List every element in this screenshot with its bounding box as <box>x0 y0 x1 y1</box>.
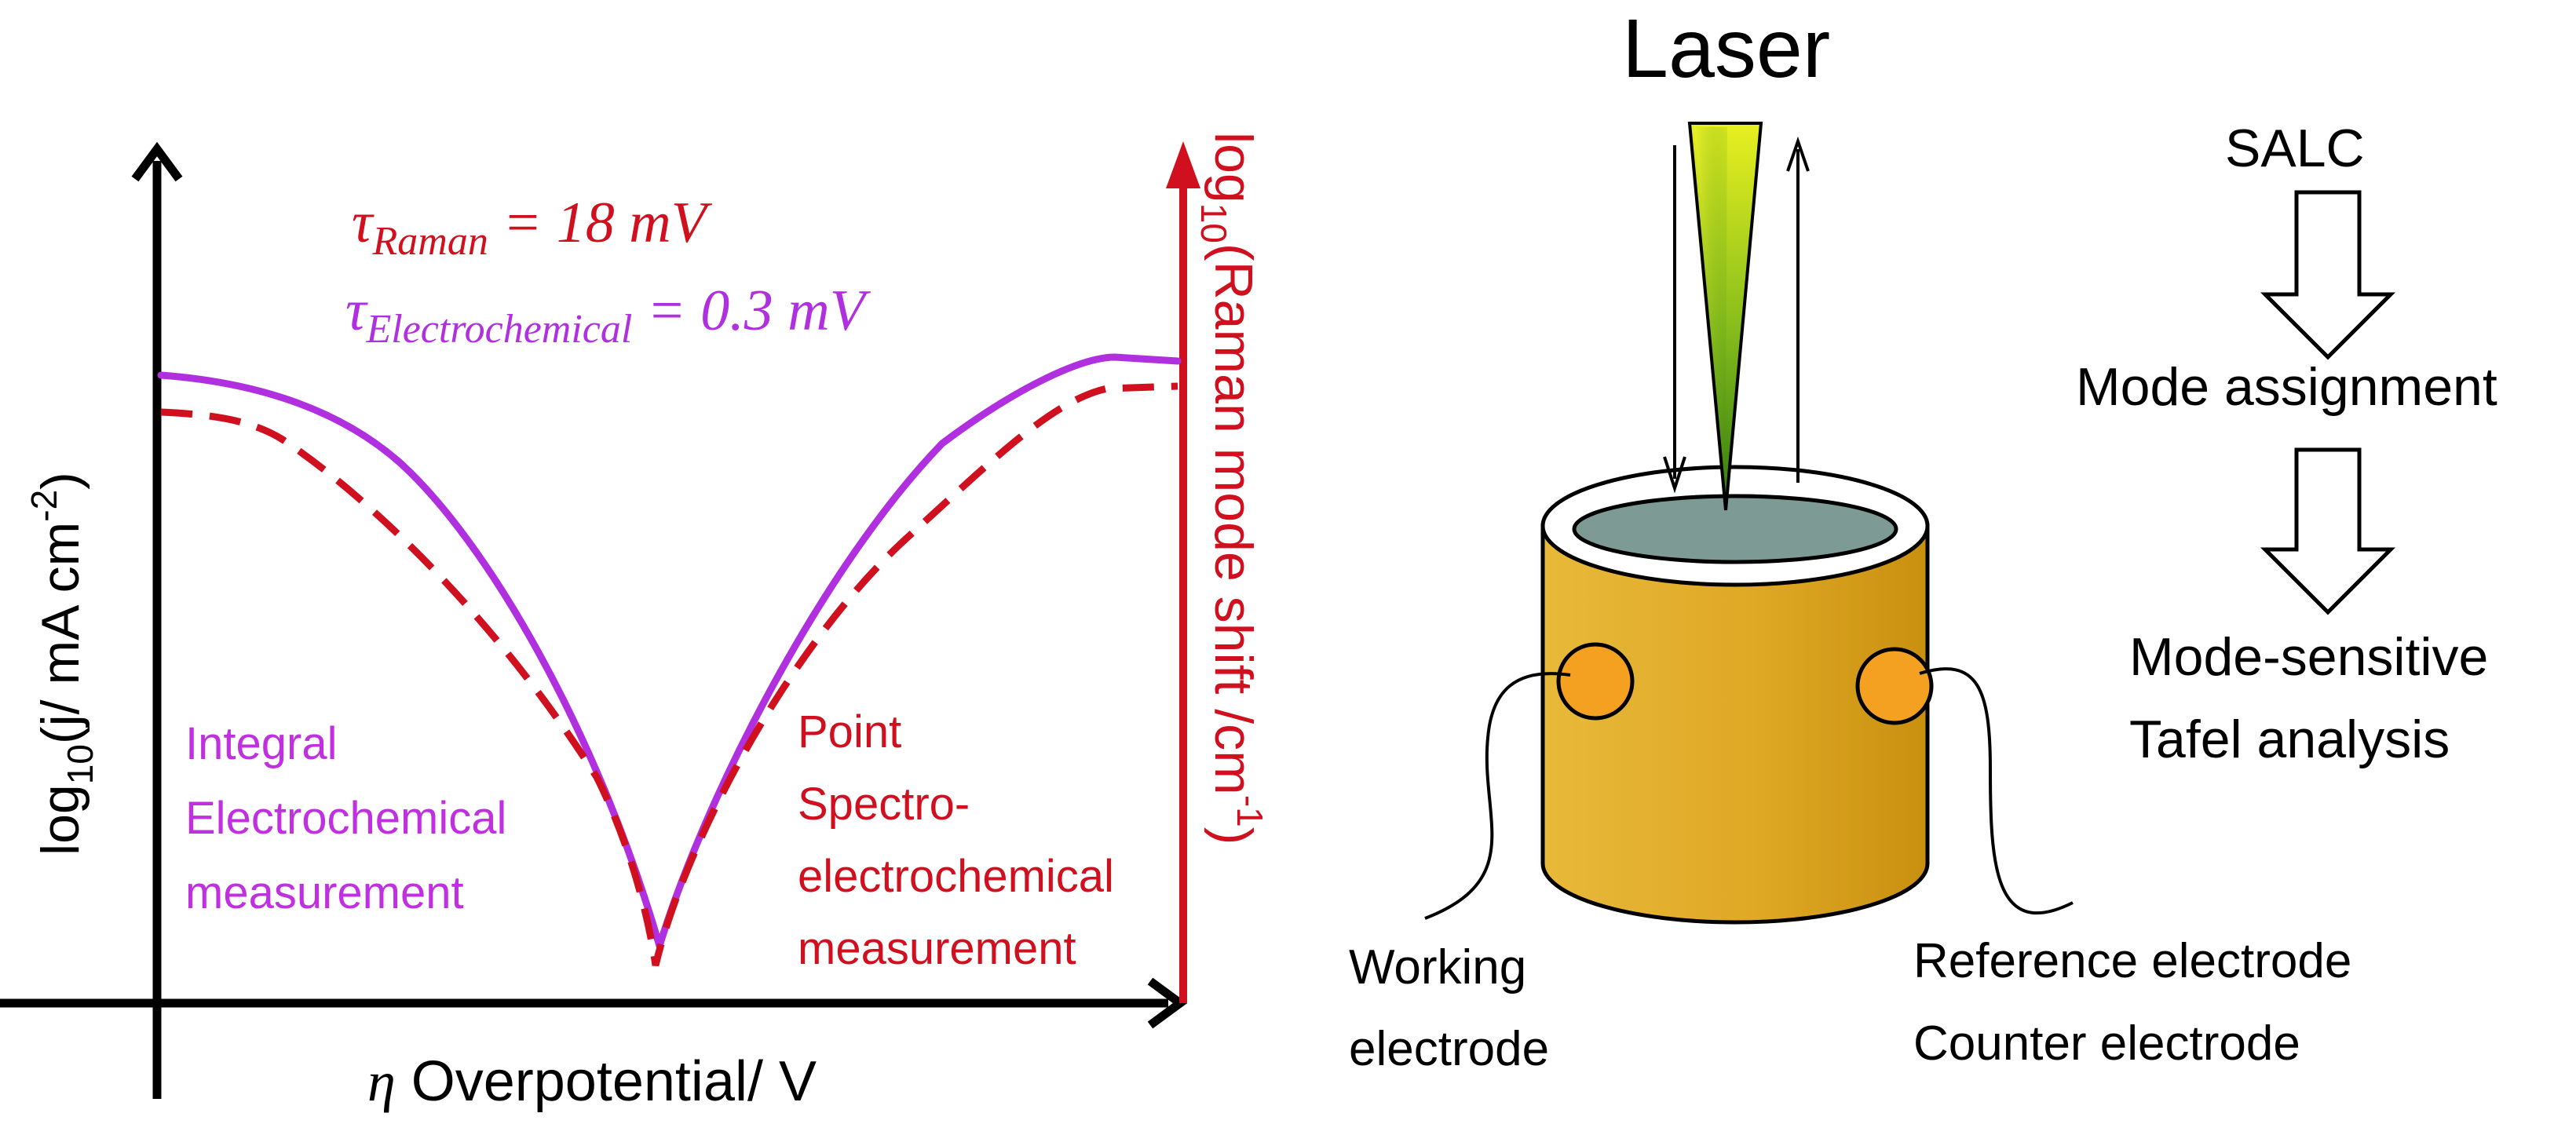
workflow-step-mode-assignment: Mode assignment <box>2076 357 2497 417</box>
right-y-axis-arrowhead <box>1166 141 1200 188</box>
svg-text:Mode-sensitive: Mode-sensitive <box>2129 627 2488 687</box>
svg-text:electrode: electrode <box>1349 1022 1549 1076</box>
laser-label: Laser <box>1622 2 1830 95</box>
x-axis-label: η Overpotential/ V <box>367 1050 817 1113</box>
cell-body <box>1540 524 1930 925</box>
svg-text:electrochemical: electrochemical <box>798 851 1114 902</box>
workflow-step-tafel: Mode-sensitive Tafel analysis <box>2129 627 2488 769</box>
right-axis-label: log10(Raman mode shift /cm-1) <box>1193 132 1270 845</box>
working-electrode-wire <box>1424 672 1571 920</box>
point-measurement-label: Point Spectro- electrochemical measureme… <box>798 706 1114 974</box>
svg-text:Electrochemical: Electrochemical <box>185 793 506 844</box>
counter-electrode-label: Counter electrode <box>1913 1016 2300 1071</box>
left-y-axis-arrowhead <box>131 141 183 182</box>
reference-electrode-label: Reference electrode <box>1913 934 2351 988</box>
integral-measurement-label: Integral Electrochemical measurement <box>185 718 506 918</box>
svg-text:Spectro-: Spectro- <box>798 779 970 830</box>
tafel-plot: log10(j/ mA cm-2) log10(Raman mode shift… <box>0 132 1270 1113</box>
workflow-arrow-1 <box>2260 190 2396 360</box>
svg-text:measurement: measurement <box>185 867 464 918</box>
svg-text:measurement: measurement <box>798 923 1076 974</box>
tau-electrochemical-label: τElectrochemical = 0.3 mV <box>345 279 871 352</box>
spectroelectrochemical-cell: Laser Working electrode Reference electr… <box>1349 2 2351 1076</box>
cell-electrolyte <box>1572 494 1898 564</box>
workflow: SALC Mode assignment Mode-sensitive Tafe… <box>2076 119 2497 769</box>
reference-electrode-wire <box>1919 667 2074 914</box>
svg-text:Tafel analysis: Tafel analysis <box>2129 710 2450 769</box>
working-electrode-label: Working electrode <box>1349 940 1549 1076</box>
scattered-beam-arrowhead <box>1786 136 1810 172</box>
tau-raman-label: τRaman = 18 mV <box>352 191 713 264</box>
svg-text:Point: Point <box>798 706 901 757</box>
working-electrode-contact <box>1556 642 1635 721</box>
svg-text:Working: Working <box>1349 940 1526 994</box>
raman-curve <box>160 382 1178 967</box>
workflow-arrow-2 <box>2260 447 2396 615</box>
workflow-step-salc: SALC <box>2225 119 2365 178</box>
svg-text:Integral: Integral <box>185 718 337 769</box>
y-axis-label: log10(j/ mA cm-2) <box>24 472 100 856</box>
reference-electrode-contact <box>1855 647 1934 725</box>
incident-beam-arrowhead <box>1663 456 1686 494</box>
